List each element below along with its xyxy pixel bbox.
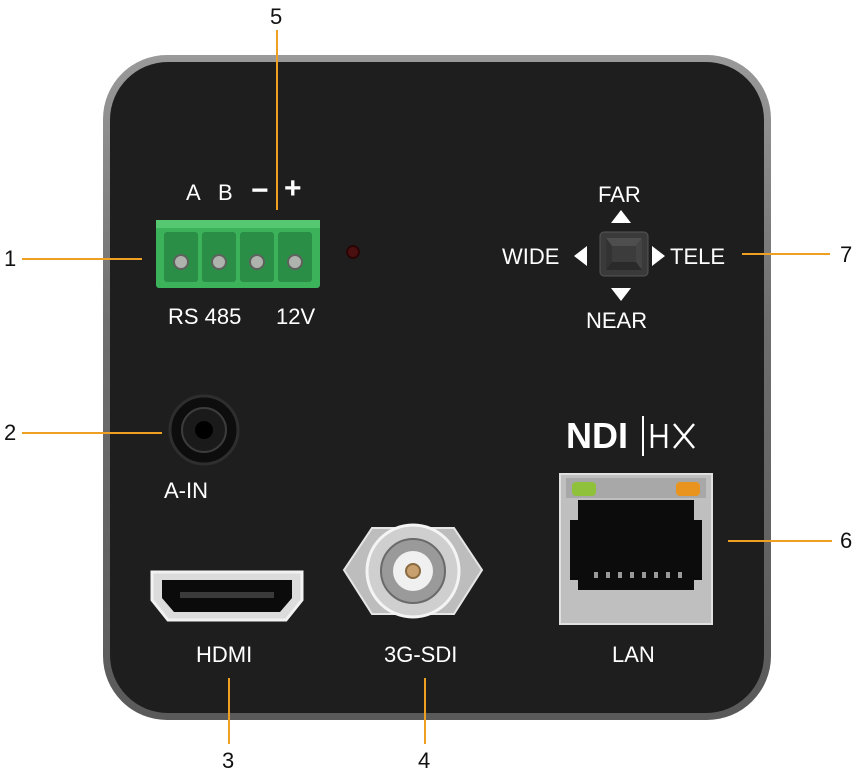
- joystick-label-wide: WIDE: [502, 244, 560, 269]
- joystick-label-tele: TELE: [670, 244, 726, 269]
- audio-in-label: A-IN: [164, 478, 208, 503]
- arrow-down-icon: [611, 288, 631, 301]
- ndi-hx-logo: NDI: [566, 412, 716, 462]
- arrow-left-icon: [574, 246, 587, 266]
- terminal-label-minus: −: [251, 174, 269, 207]
- svg-text:NDI: NDI: [566, 415, 628, 456]
- terminal-label-rs485: RS 485: [168, 304, 242, 329]
- callout-number-3: 3: [222, 748, 235, 773]
- callout-leader-4: [424, 678, 426, 744]
- joystick-label-near: NEAR: [586, 308, 648, 333]
- callout-number-2: 2: [4, 420, 17, 445]
- callout-number-7: 7: [840, 242, 853, 267]
- lan-led-orange: [676, 482, 700, 496]
- hdmi-label: HDMI: [196, 642, 253, 667]
- callout-leader-5: [276, 30, 278, 210]
- arrow-up-icon: [611, 210, 631, 223]
- terminal-label-a: A: [186, 180, 201, 205]
- callout-number-4: 4: [418, 748, 431, 773]
- callout-number-6: 6: [840, 528, 853, 553]
- arrow-right-icon: [652, 246, 665, 266]
- callout-leader-6: [728, 540, 832, 542]
- callout-number-1: 1: [4, 246, 17, 271]
- sdi-label: 3G-SDI: [384, 642, 458, 667]
- terminal-label-b: B: [218, 180, 233, 205]
- terminal-label-plus: +: [284, 172, 302, 205]
- callout-number-5: 5: [270, 4, 283, 29]
- callout-leader-2: [22, 432, 162, 434]
- terminal-label-12v: 12V: [276, 304, 316, 329]
- callout-leader-3: [228, 678, 230, 744]
- lan-label: LAN: [612, 642, 655, 667]
- callout-leader-1: [22, 258, 142, 260]
- lan-led-green: [572, 482, 596, 496]
- callout-leader-7: [742, 253, 830, 255]
- joystick-label-far: FAR: [598, 182, 641, 207]
- power-led: [346, 245, 360, 259]
